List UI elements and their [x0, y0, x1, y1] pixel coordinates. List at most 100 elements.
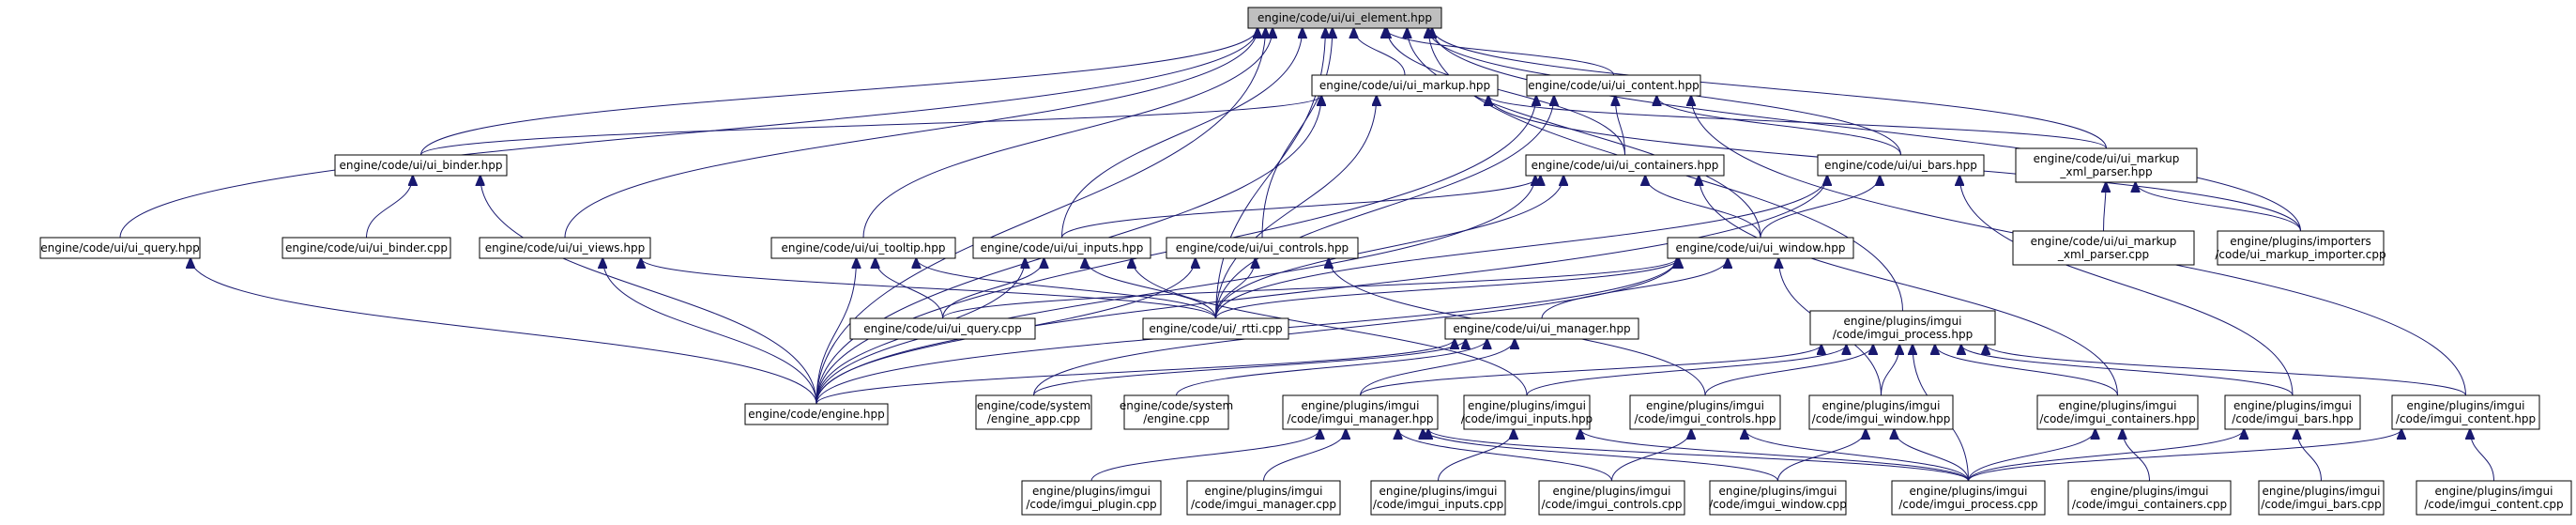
- edge-engineapp-to-window: [1033, 258, 1678, 396]
- node-binder[interactable]: engine/code/ui/ui_binder.hpp: [334, 154, 508, 177]
- node-manager[interactable]: engine/code/ui/ui_manager.hpp: [1444, 317, 1639, 340]
- node-label: engine/plugins/imgui: [1302, 399, 1420, 412]
- node-box: [2391, 394, 2540, 430]
- edge-enginehpp-to-containers: [815, 176, 1535, 405]
- node-imcontrols[interactable]: engine/plugins/imgui/code/imgui_controls…: [1629, 394, 1781, 430]
- node-label: engine/plugins/imgui: [1553, 485, 1671, 498]
- node-imbars[interactable]: engine/plugins/imgui/code/imgui_bars.hpp: [2224, 394, 2361, 430]
- node-label: engine/code/ui/ui_markup: [2031, 235, 2177, 248]
- node-label: engine/plugins/imgui: [1910, 485, 2028, 498]
- node-bindercpp[interactable]: engine/code/ui/ui_binder.cpp: [282, 237, 451, 259]
- node-box: [744, 403, 889, 425]
- node-imbarscpp[interactable]: engine/plugins/imgui/code/imgui_bars.cpp: [2258, 480, 2385, 516]
- node-views[interactable]: engine/code/ui/ui_views.hpp: [479, 237, 651, 259]
- node-iminputscpp[interactable]: engine/plugins/imgui/code/imgui_inputs.c…: [1370, 480, 1506, 516]
- node-imcontrolscpp[interactable]: engine/plugins/imgui/code/imgui_controls…: [1538, 480, 1685, 516]
- node-immanager[interactable]: engine/plugins/imgui/code/imgui_manager.…: [1282, 394, 1439, 430]
- node-window[interactable]: engine/code/ui/ui_window.hpp: [1667, 237, 1854, 259]
- node-label: /code/imgui_bars.cpp: [2261, 498, 2381, 511]
- edge-improcesscpp-to-imwindow: [1894, 429, 1969, 482]
- node-bars[interactable]: engine/code/ui/ui_bars.hpp: [1817, 154, 1985, 177]
- edge-rtticpp-to-bars: [1215, 176, 1828, 319]
- node-label: engine/plugins/imgui: [2435, 485, 2553, 498]
- edge-implugin-to-immanager: [1090, 429, 1320, 482]
- node-box: [1808, 394, 1954, 430]
- node-markup[interactable]: engine/code/ui/ui_markup.hpp: [1311, 74, 1499, 97]
- node-label: engine/code/ui/ui_window.hpp: [1676, 241, 1846, 255]
- node-label: engine/plugins/importers: [2230, 235, 2371, 248]
- node-label: /code/imgui_process.hpp: [1833, 328, 1973, 341]
- edge-views-to-root: [564, 28, 1258, 239]
- node-query[interactable]: engine/code/ui/ui_query.hpp: [39, 237, 201, 259]
- node-label: engine/plugins/imgui: [1646, 399, 1764, 412]
- edge-iminputs-to-improcess: [1526, 345, 1846, 396]
- node-enginehpp[interactable]: engine/code/engine.hpp: [744, 403, 889, 425]
- node-label: /code/imgui_window.hpp: [1812, 412, 1951, 425]
- node-label: /code/imgui_inputs.cpp: [1373, 498, 1503, 511]
- node-box: [479, 237, 651, 259]
- edge-imcontainers-to-containers: [1699, 176, 2118, 396]
- edge-importer-to-xmlparser: [2136, 182, 2301, 232]
- node-enginecpp[interactable]: engine/code/system/engine.cpp: [1120, 394, 1233, 430]
- node-inputs[interactable]: engine/code/ui/ui_inputs.hpp: [972, 237, 1151, 259]
- node-rtticpp[interactable]: engine/code/ui/_rtti.cpp: [1142, 317, 1289, 340]
- edge-enginehpp-to-manager: [815, 339, 1455, 405]
- node-label: /engine_app.cpp: [987, 412, 1080, 425]
- node-box: [1629, 394, 1781, 430]
- node-label: engine/plugins/imgui: [2233, 399, 2352, 412]
- node-label: /engine.cpp: [1143, 412, 1210, 425]
- node-imwindowcpp[interactable]: engine/plugins/imgui/code/imgui_window.c…: [1709, 480, 1847, 516]
- node-imcontent[interactable]: engine/plugins/imgui/code/imgui_content.…: [2391, 394, 2540, 430]
- edge-improcesscpp-to-immanager: [1428, 429, 1969, 482]
- node-label: engine/code/ui/ui_element.hpp: [1258, 11, 1432, 24]
- node-box: [1282, 394, 1439, 430]
- edge-imcontrols-to-improcess: [1704, 345, 1873, 396]
- node-label: engine/plugins/imgui: [1719, 485, 1837, 498]
- node-immanagercpp[interactable]: engine/plugins/imgui/code/imgui_manager.…: [1186, 480, 1341, 516]
- edge-content-to-root: [1385, 28, 1614, 76]
- node-root[interactable]: engine/code/ui/ui_element.hpp: [1247, 7, 1442, 29]
- node-box: [1186, 480, 1341, 516]
- edge-inputs-to-containers: [1061, 176, 1541, 239]
- node-label: engine/plugins/imgui: [2059, 399, 2177, 412]
- node-content[interactable]: engine/code/ui/ui_content.hpp: [1526, 74, 1701, 97]
- node-box: [2416, 480, 2572, 516]
- node-box: [972, 237, 1151, 259]
- edge-imwindowcpp-to-imwindow: [1777, 429, 1867, 482]
- node-controls[interactable]: engine/code/ui/ui_controls.hpp: [1166, 237, 1359, 259]
- node-label: /code/imgui_controls.cpp: [1541, 498, 1682, 511]
- node-imcontainers[interactable]: engine/plugins/imgui/code/imgui_containe…: [2036, 394, 2199, 430]
- node-label: engine/plugins/imgui: [2407, 399, 2525, 412]
- node-imwindow[interactable]: engine/plugins/imgui/code/imgui_window.h…: [1808, 394, 1954, 430]
- edge-improcesscpp-to-iminputs: [1580, 429, 1969, 482]
- node-importer[interactable]: engine/plugins/importers/code/ui_markup_…: [2215, 230, 2386, 266]
- node-iminputs[interactable]: engine/plugins/imgui/code/imgui_inputs.h…: [1461, 394, 1593, 430]
- node-box: [1166, 237, 1359, 259]
- edge-rtticpp-to-content: [1215, 96, 1554, 319]
- node-label: engine/plugins/imgui: [2091, 485, 2209, 498]
- node-imcontentcpp[interactable]: engine/plugins/imgui/code/imgui_content.…: [2416, 480, 2572, 516]
- edge-querycpp-to-tooltip: [876, 258, 943, 319]
- node-implugin[interactable]: engine/plugins/imgui/code/imgui_plugin.c…: [1021, 480, 1162, 516]
- edge-inputs-to-root: [1061, 28, 1303, 239]
- node-improcess[interactable]: engine/plugins/imgui/code/imgui_process.…: [1809, 310, 1996, 346]
- node-engineapp[interactable]: engine/code/system/engine_app.cpp: [975, 394, 1092, 430]
- node-label: /code/imgui_manager.cpp: [1191, 498, 1336, 511]
- node-label: /code/imgui_window.cpp: [1709, 498, 1847, 511]
- node-label: engine/code/ui/ui_query.hpp: [40, 241, 199, 255]
- edge-rtticpp-to-root: [1215, 28, 1326, 319]
- edge-binder-to-root: [420, 28, 1258, 156]
- node-label: /code/imgui_controls.hpp: [1634, 412, 1776, 425]
- node-label: _xml_parser.cpp: [2057, 248, 2149, 261]
- node-xmlparser[interactable]: engine/code/ui/ui_markup_xml_parser.hpp: [2015, 147, 2198, 183]
- edge-imbars-to-bars: [1959, 176, 2294, 396]
- node-label: engine/code/ui/ui_binder.cpp: [285, 241, 448, 255]
- node-tooltip[interactable]: engine/code/ui/ui_tooltip.hpp: [770, 237, 956, 259]
- node-containers[interactable]: engine/code/ui/ui_containers.hpp: [1525, 154, 1725, 177]
- node-improcesscpp[interactable]: engine/plugins/imgui/code/imgui_process.…: [1891, 480, 2046, 516]
- node-querycpp[interactable]: engine/code/ui/ui_query.cpp: [849, 317, 1036, 340]
- node-label: /code/imgui_inputs.hpp: [1461, 412, 1593, 425]
- node-imcontainerscpp[interactable]: engine/plugins/imgui/code/imgui_containe…: [2067, 480, 2232, 516]
- edge-enginehpp-to-views: [602, 258, 817, 405]
- node-xmlparsercpp[interactable]: engine/code/ui/ui_markup_xml_parser.cpp: [2012, 230, 2195, 266]
